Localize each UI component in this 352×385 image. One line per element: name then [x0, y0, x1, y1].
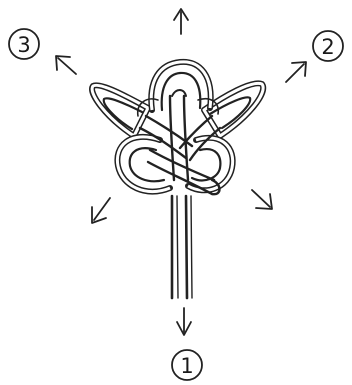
arrow-upper-right-icon	[286, 62, 306, 82]
label-2-text: 2	[321, 35, 334, 59]
label-1-text: 1	[180, 354, 193, 378]
flower-knot-icon	[92, 62, 263, 298]
arrow-lower-left-icon	[92, 198, 110, 223]
arrow-bottom-icon	[177, 308, 191, 335]
label-1: 1	[172, 350, 202, 380]
hanging-strands	[172, 196, 192, 298]
label-3-text: 3	[17, 33, 30, 57]
arrow-top-icon	[174, 9, 188, 34]
label-3: 3	[9, 29, 39, 59]
label-2: 2	[313, 31, 343, 61]
loop-top	[151, 62, 210, 110]
petal-lower-right	[188, 138, 233, 190]
arrow-upper-left-icon	[56, 56, 76, 74]
arrow-lower-right-icon	[252, 190, 272, 209]
petal-lower-left	[117, 137, 170, 192]
